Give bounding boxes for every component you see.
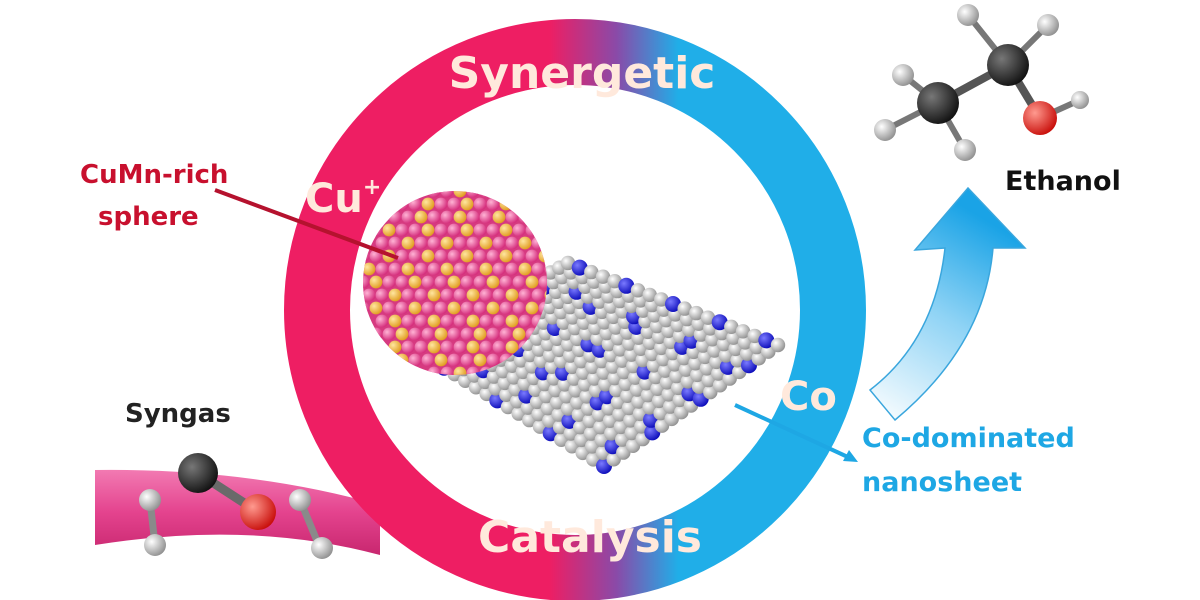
cu-site-label: Cu+ (305, 175, 381, 222)
ethanol-label: Ethanol (1005, 166, 1121, 197)
product-arrow (868, 186, 1027, 422)
syngas-label: Syngas (125, 399, 231, 429)
ethanol-molecule (874, 4, 1089, 161)
synergy-ring (284, 19, 866, 600)
sheet-callout-line2: nanosheet (862, 467, 1022, 498)
ring-label-top: Synergetic (449, 48, 716, 99)
sheet-pointer-line (734, 403, 858, 462)
sheet-callout-line1: Co-dominated (862, 423, 1075, 454)
syngas-tube (95, 469, 380, 555)
sphere-callout-line2: sphere (98, 202, 199, 232)
sphere-callout-line1: CuMn-rich (80, 160, 228, 190)
syngas-molecule (139, 453, 333, 559)
co-site-label: Co (780, 374, 837, 420)
ring-label-bottom: Catalysis (478, 512, 702, 563)
sphere-pointer-line (214, 188, 399, 260)
